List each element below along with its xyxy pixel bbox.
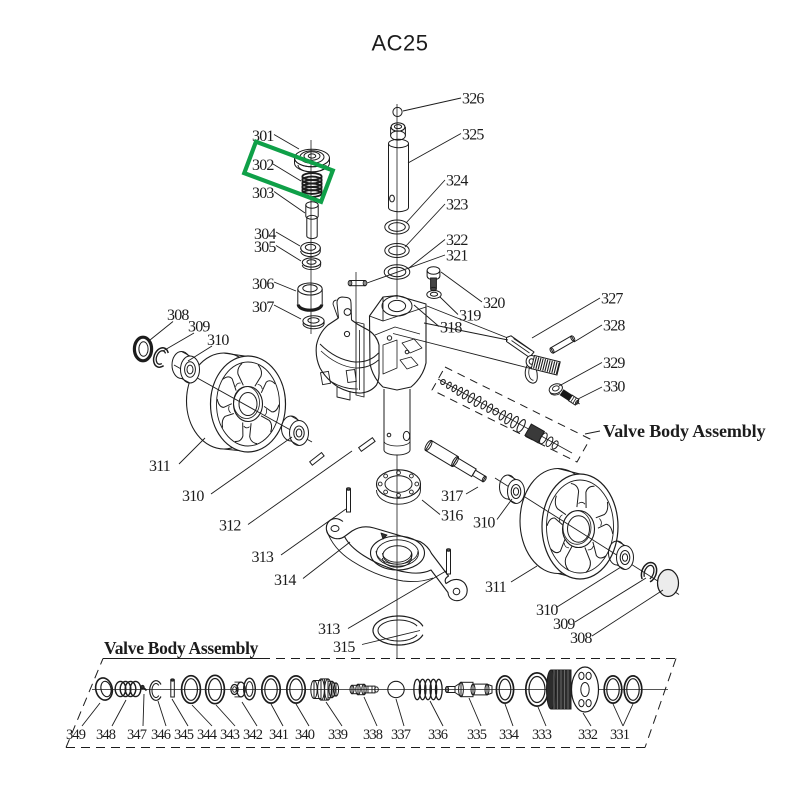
svg-text:337: 337 [391, 727, 411, 743]
svg-text:310: 310 [536, 602, 558, 619]
svg-text:322: 322 [446, 232, 468, 249]
svg-text:319: 319 [459, 308, 481, 325]
svg-text:325: 325 [462, 127, 484, 144]
svg-text:318: 318 [440, 320, 462, 337]
svg-text:320: 320 [483, 295, 505, 312]
svg-text:335: 335 [467, 727, 487, 743]
svg-text:304: 304 [254, 226, 276, 243]
svg-text:342: 342 [243, 727, 263, 743]
svg-text:334: 334 [499, 727, 520, 743]
svg-text:306: 306 [252, 276, 274, 293]
svg-text:Valve Body Assembly: Valve Body Assembly [104, 638, 259, 658]
svg-text:317: 317 [441, 488, 463, 505]
svg-text:313: 313 [318, 621, 340, 638]
svg-text:309: 309 [188, 319, 210, 336]
svg-text:339: 339 [328, 727, 348, 743]
svg-text:309: 309 [553, 616, 575, 633]
svg-text:314: 314 [274, 572, 296, 589]
svg-text:310: 310 [473, 515, 495, 532]
svg-text:315: 315 [333, 639, 355, 656]
svg-text:312: 312 [219, 518, 241, 535]
svg-text:326: 326 [462, 91, 484, 108]
svg-text:349: 349 [66, 727, 86, 743]
svg-text:347: 347 [127, 727, 147, 743]
svg-text:329: 329 [603, 355, 625, 372]
svg-text:344: 344 [197, 727, 218, 743]
svg-text:305: 305 [254, 239, 276, 256]
svg-text:330: 330 [603, 379, 625, 396]
svg-text:348: 348 [96, 727, 116, 743]
svg-text:Valve Body Assembly: Valve Body Assembly [603, 421, 766, 441]
svg-text:313: 313 [252, 549, 274, 566]
svg-text:338: 338 [363, 727, 383, 743]
svg-text:331: 331 [610, 727, 630, 743]
svg-text:310: 310 [182, 488, 204, 505]
svg-text:302: 302 [252, 157, 274, 174]
svg-text:311: 311 [485, 579, 507, 596]
svg-text:308: 308 [570, 630, 592, 647]
svg-text:343: 343 [220, 727, 240, 743]
svg-text:346: 346 [151, 727, 171, 743]
svg-text:321: 321 [446, 248, 468, 265]
svg-text:316: 316 [441, 508, 463, 525]
svg-text:307: 307 [252, 299, 274, 316]
svg-text:332: 332 [578, 727, 598, 743]
svg-text:341: 341 [269, 727, 289, 743]
svg-text:AC25: AC25 [371, 31, 428, 56]
svg-text:327: 327 [601, 291, 623, 308]
svg-text:333: 333 [532, 727, 552, 743]
svg-text:311: 311 [149, 458, 171, 475]
svg-text:323: 323 [446, 197, 468, 214]
svg-text:340: 340 [295, 727, 315, 743]
svg-text:336: 336 [428, 727, 448, 743]
svg-text:324: 324 [446, 173, 468, 190]
svg-text:345: 345 [174, 727, 194, 743]
svg-text:328: 328 [603, 318, 625, 335]
svg-text:310: 310 [207, 332, 229, 349]
svg-text:303: 303 [252, 185, 274, 202]
svg-text:308: 308 [167, 307, 189, 324]
